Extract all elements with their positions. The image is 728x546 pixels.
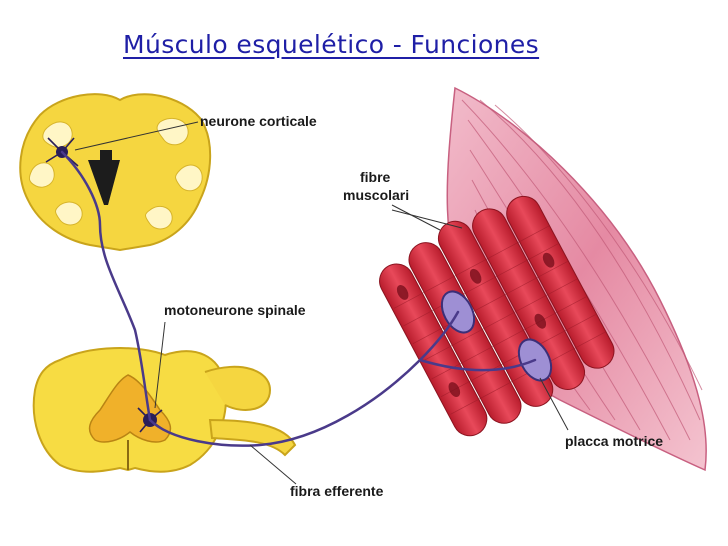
label-muscle-fibers-1: fibre <box>360 169 391 185</box>
label-motor-plate: placca motrice <box>565 433 663 449</box>
leader-lines <box>74 121 569 485</box>
label-spinal-motoneuron: motoneurone spinale <box>164 302 306 318</box>
slide-title: Músculo esquelético - Funciones <box>123 30 540 59</box>
brain-section <box>19 93 212 252</box>
spinal-cord-section <box>32 347 297 473</box>
label-efferent-fiber: fibra efferente <box>290 483 384 499</box>
muscle-fibers <box>379 195 615 437</box>
nerve-pathway <box>60 150 537 447</box>
label-cortical-neuron: neurone corticale <box>200 113 317 129</box>
label-muscle-fibers-2: muscolari <box>343 187 409 203</box>
